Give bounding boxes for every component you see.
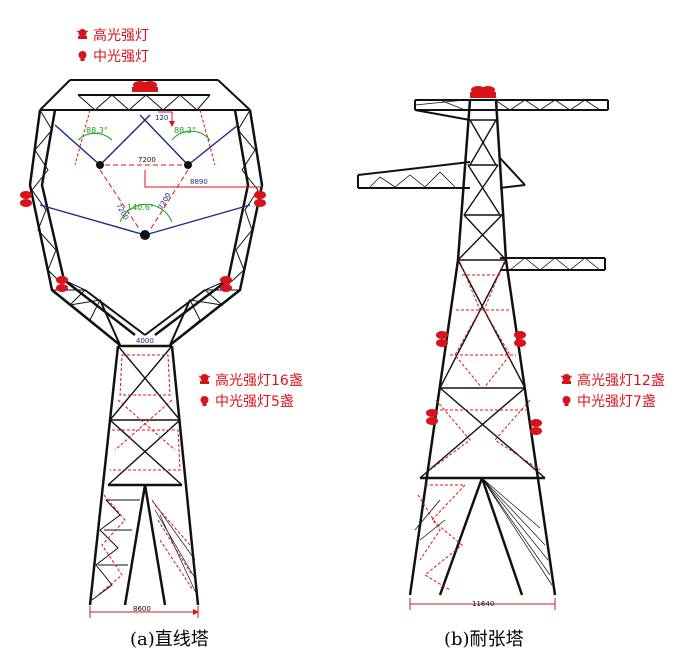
lamp-b-left-low [426, 409, 438, 425]
legend-tower-a: 高光强灯16盏 中光强灯5盏 [198, 369, 303, 411]
legend-top: 高光强灯 中光强灯 [76, 24, 149, 66]
lamp-a-right-low [220, 276, 232, 292]
dim-a-horizontal: 7200 [138, 156, 156, 164]
lamp-a-right-mid [254, 191, 266, 207]
angle-a-right: 88.3° [174, 126, 196, 135]
lamp-a-left-mid [20, 191, 32, 207]
legend-top-mid-label: 中光强灯 [93, 48, 149, 65]
tower-b [357, 99, 609, 610]
dim-a-diag-right: 7200 [157, 192, 173, 211]
medium-intensity-lamp-icon [560, 394, 573, 407]
tower-a-head-lattice [31, 94, 259, 346]
tower-a-angle-text: 88.3° 88.3° 140.6° [86, 126, 196, 212]
legend-b-high-label: 高光强灯12盏 [577, 372, 665, 389]
tower-a-angles [77, 130, 211, 223]
tower-b-dim-text: 11640 [472, 600, 494, 608]
tower-b-red-bracing [417, 261, 541, 591]
tower-a-lamps [20, 81, 266, 292]
legend-b-mid-label: 中光强灯7盏 [577, 393, 656, 410]
lamp-b-left-mid [436, 331, 448, 347]
legend-tower-b: 高光强灯12盏 中光强灯7盏 [560, 369, 665, 411]
tower-a-dimensions [89, 111, 262, 618]
dim-a-small: 120 [155, 114, 168, 122]
tower-b-dimensions [409, 598, 556, 610]
high-intensity-lamp-icon [560, 373, 573, 386]
tower-a-top-beam [39, 79, 251, 111]
angle-a-left: 88.3° [86, 126, 108, 135]
tower-a-dim-text: 7200 8890 120 7200 7200 4000 8600 [114, 114, 208, 613]
tower-a-red-bracing [74, 109, 216, 596]
tower-b-mid-arm [357, 157, 526, 189]
legend-a-mid: 中光强灯5盏 [198, 390, 303, 411]
legend-a-high-label: 高光强灯16盏 [215, 372, 303, 389]
dim-a-waist: 4000 [136, 337, 154, 345]
tower-b-body [408, 99, 557, 596]
tower-b-top-arm [414, 99, 609, 121]
angle-a-bottom: 140.6° [127, 203, 154, 212]
tower-a-inner-legs [84, 289, 206, 346]
legend-top-high-label: 高光强灯 [93, 27, 149, 44]
tower-a-body-lattice [91, 345, 198, 601]
tower-a-head-outer [28, 109, 264, 346]
tower-a [28, 79, 264, 618]
high-intensity-lamp-icon [76, 28, 89, 41]
tower-b-low-arm [500, 257, 606, 271]
tower-a-clamps [96, 161, 192, 240]
medium-intensity-lamp-icon [76, 49, 89, 62]
dim-b-width: 11640 [472, 600, 494, 608]
lamp-a-left-low [56, 276, 68, 292]
lamp-b-right-mid [514, 331, 526, 347]
tower-a-body [88, 345, 200, 606]
dim-a-width: 8600 [133, 605, 151, 613]
caption-tower-a: (a)直线塔 [130, 629, 209, 650]
legend-top-high: 高光强灯 [76, 24, 149, 45]
legend-a-high: 高光强灯16盏 [198, 369, 303, 390]
tower-b-lamps [426, 86, 542, 435]
caption-tower-b: (b)耐张塔 [444, 629, 524, 650]
medium-intensity-lamp-icon [198, 394, 211, 407]
legend-a-mid-label: 中光强灯5盏 [215, 393, 294, 410]
lamp-a-top [132, 81, 158, 92]
tower-a-insulators [39, 114, 251, 236]
legend-b-mid: 中光强灯7盏 [560, 390, 665, 411]
dim-a-offset: 8890 [190, 178, 208, 186]
legend-top-mid: 中光强灯 [76, 45, 149, 66]
tower-b-body-lattice [414, 119, 553, 586]
lamp-b-top [470, 86, 496, 98]
high-intensity-lamp-icon [198, 373, 211, 386]
lamp-b-right-low [530, 419, 542, 435]
legend-b-high: 高光强灯12盏 [560, 369, 665, 390]
